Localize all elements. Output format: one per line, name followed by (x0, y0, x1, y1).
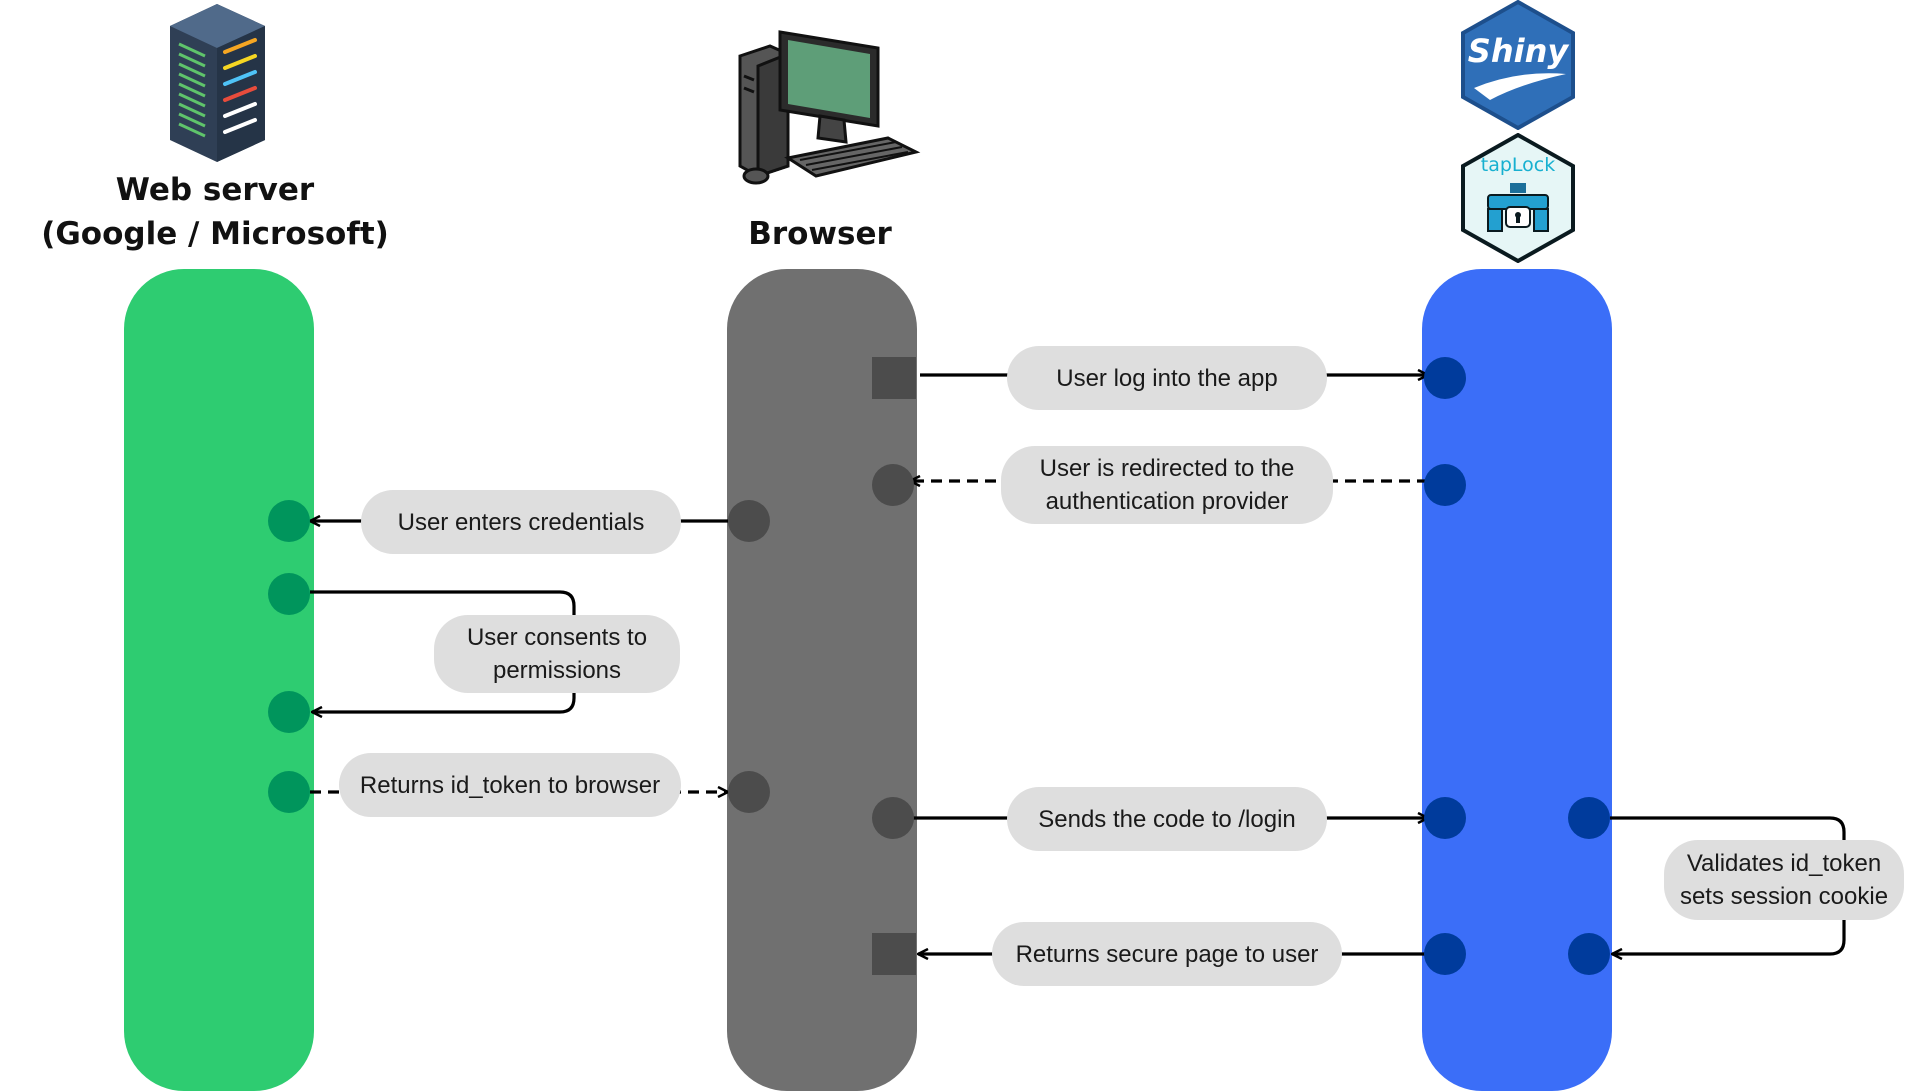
step-enters-credentials-label: User enters credentials (397, 508, 645, 536)
step-user-log-into-app-label: User log into the app (1056, 364, 1278, 392)
app-node-validate-start (1568, 797, 1610, 839)
step-sends-code: Sends the code to /login (1007, 787, 1327, 851)
taplock-logo-text: tapLock (1481, 154, 1555, 176)
server-rack-icon (170, 4, 265, 162)
step-redirected-line1: User is redirected to the (1039, 455, 1295, 482)
step-returns-secure-page-label: Returns secure page to user (1015, 940, 1319, 968)
step-enters-credentials: User enters credentials (361, 490, 681, 554)
server-node-consent-end (268, 691, 310, 733)
step-validates-line1: Validates id_token (1686, 850, 1882, 877)
app-node-secure-page (1424, 933, 1466, 975)
step-validates: Validates id_token sets session cookie (1664, 840, 1904, 920)
browser-node-login-start (872, 357, 916, 399)
browser-title: Browser (748, 216, 892, 252)
step-sends-code-label: Sends the code to /login (1038, 805, 1296, 833)
server-node-credentials (268, 500, 310, 542)
step-consents-line2: permissions (492, 657, 622, 684)
app-node-login (1424, 357, 1466, 399)
web-server-title: Web server (Google / Microsoft) (40, 168, 390, 256)
browser-node-id-token (728, 771, 770, 813)
step-consents-line1: User consents to (466, 624, 648, 651)
browser-node-credentials (728, 500, 770, 542)
shiny-hex-logo: Shiny (1461, 0, 1575, 130)
web-server-lane (124, 269, 314, 1091)
app-node-sends-code (1424, 797, 1466, 839)
taplock-hex-logo: tapLock (1461, 133, 1575, 263)
step-consents: User consents to permissions (434, 615, 680, 693)
app-node-validate-end (1568, 933, 1610, 975)
browser-node-sends-code (872, 797, 914, 839)
web-server-title-line2: (Google / Microsoft) (41, 216, 389, 252)
step-validates-line2: sets session cookie (1679, 883, 1889, 910)
step-returns-id-token: Returns id_token to browser (339, 753, 681, 817)
server-node-id-token (268, 771, 310, 813)
shiny-logo-text: Shiny (1468, 32, 1570, 70)
step-redirected: User is redirected to the authentication… (1001, 446, 1333, 524)
step-returns-id-token-label: Returns id_token to browser (359, 771, 661, 799)
app-node-redirect (1424, 464, 1466, 506)
browser-node-redirect (872, 464, 914, 506)
step-returns-secure-page: Returns secure page to user (992, 922, 1342, 986)
server-node-consent-start (268, 573, 310, 615)
desktop-computer-icon (738, 30, 921, 185)
web-server-title-line1: Web server (115, 172, 315, 208)
step-user-log-into-app: User log into the app (1007, 346, 1327, 410)
step-redirected-line2: authentication provider (1045, 488, 1289, 515)
browser-node-secure-page (872, 933, 916, 975)
